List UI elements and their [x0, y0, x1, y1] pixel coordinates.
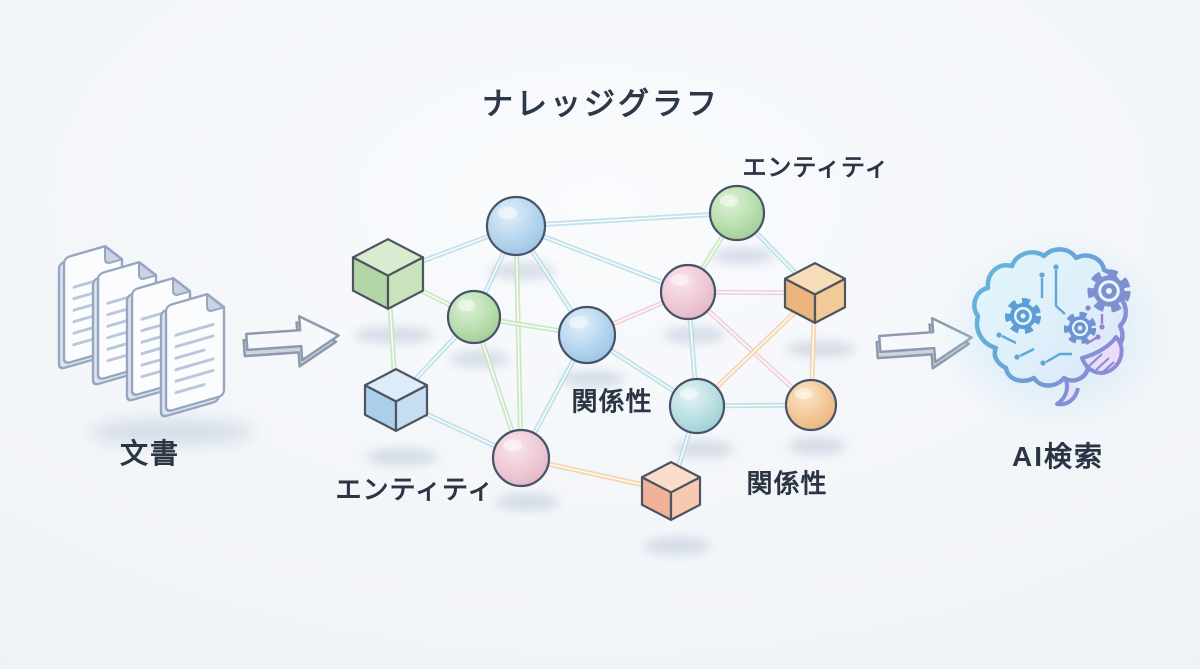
graph-node-sphere-pink: [659, 263, 717, 321]
document-icon: [159, 292, 226, 418]
graph-node-sphere-orange: [784, 378, 838, 432]
document-stack-icon: [57, 244, 254, 445]
node-shadow: [788, 437, 846, 455]
graph-node-cube-blue: [363, 368, 429, 432]
node-shadow: [366, 448, 438, 466]
annotation-relation-center: 関係性: [571, 386, 653, 417]
graph-node-cube-salmon: [640, 461, 702, 521]
graph-edge-n2-n8: [513, 223, 691, 295]
graph-node-sphere-green: [708, 184, 766, 242]
graph-nodes: [351, 184, 847, 521]
graph-node-sphere-blue: [485, 195, 547, 257]
node-shadow: [560, 370, 626, 388]
annotation-relation-bottom: 関係性: [746, 468, 828, 499]
annotation-entity-top: エンティティ: [742, 154, 890, 182]
graph-node-sphere-blue: [557, 305, 617, 365]
node-shadow: [643, 537, 711, 555]
output-label: AI検索: [1011, 441, 1105, 472]
graph-node-sphere-teal: [668, 377, 726, 435]
node-shadow: [488, 262, 556, 280]
ai-brain-gears-icon: [938, 232, 1174, 432]
circuit-traces: [1085, 305, 1105, 346]
circuit-traces: [996, 264, 1072, 366]
node-shadow: [786, 340, 856, 358]
graph-node-cube-orange: [783, 262, 847, 324]
node-shadow: [711, 247, 775, 265]
graph-node-cube-green: [351, 238, 425, 310]
page-title: ナレッジグラフ: [482, 86, 720, 122]
graph-edge-n2-n6: [513, 223, 524, 461]
node-shadow: [494, 493, 560, 511]
graph-node-sphere-green: [446, 289, 502, 345]
graph-node-sphere-pink: [491, 428, 551, 488]
graph-edge-n2-n7: [513, 210, 740, 229]
source-label: 文書: [119, 438, 181, 469]
annotation-entity-bottom: エンティティ: [335, 474, 495, 505]
right-arrow-3d-icon: [242, 314, 340, 368]
node-shadow: [662, 326, 726, 344]
node-shadow: [450, 350, 510, 368]
